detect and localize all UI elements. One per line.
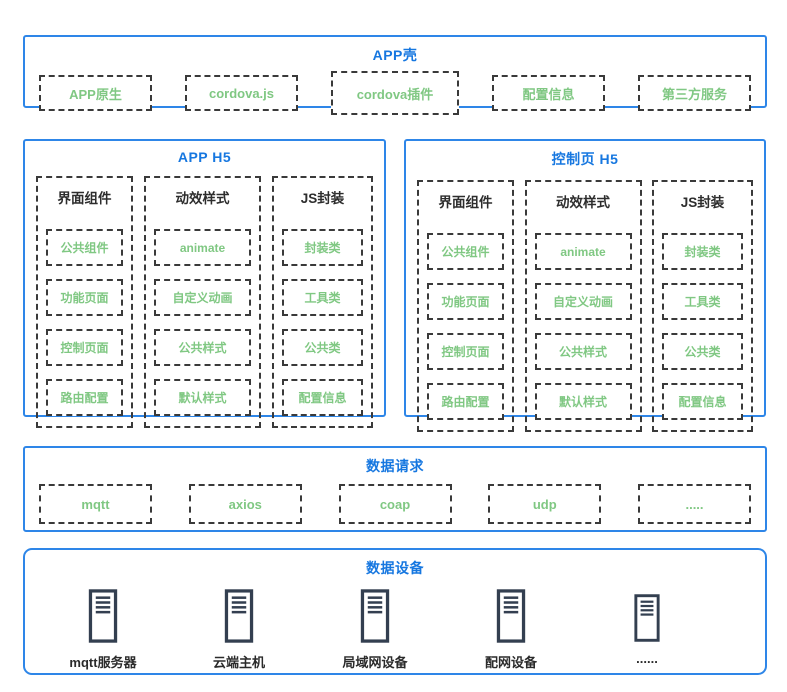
app-shell-items-row: APP原生 cordova.js cordova插件 配置信息 第三方服务 bbox=[25, 71, 765, 115]
device-label: 配网设备 bbox=[484, 655, 537, 670]
item-common-components: 公共组件 bbox=[427, 233, 504, 270]
data-devices-panel: 数据设备 mqtt服务器 bbox=[23, 548, 767, 675]
column-js-encapsulation: JS封装 封装类 工具类 公共类 配置信息 bbox=[272, 176, 373, 428]
column-js-encapsulation: JS封装 封装类 工具类 公共类 配置信息 bbox=[652, 180, 753, 432]
column-animation-styles: 动效样式 animate 自定义动画 公共样式 默认样式 bbox=[144, 176, 261, 428]
device-label: 云端主机 bbox=[212, 655, 265, 670]
item-route-config: 路由配置 bbox=[46, 379, 123, 416]
device-more: ...... bbox=[579, 589, 715, 671]
item-default-styles: 默认样式 bbox=[534, 383, 632, 420]
server-icon bbox=[224, 589, 254, 643]
shell-item-cordova-js: cordova.js bbox=[185, 75, 298, 111]
item-control-pages: 控制页面 bbox=[427, 333, 504, 370]
item-wrapper-classes: 封装类 bbox=[282, 229, 363, 266]
column-header: 动效样式 bbox=[556, 195, 610, 210]
device-label: ...... bbox=[636, 651, 658, 666]
item-wrapper-classes: 封装类 bbox=[662, 233, 743, 270]
item-common-styles: 公共样式 bbox=[154, 329, 251, 366]
device-label: 局域网设备 bbox=[342, 655, 408, 670]
item-control-pages: 控制页面 bbox=[46, 329, 123, 366]
column-animation-styles: 动效样式 animate 自定义动画 公共样式 默认样式 bbox=[524, 180, 642, 432]
item-config-info: 配置信息 bbox=[662, 383, 743, 420]
item-custom-animation: 自定义动画 bbox=[154, 279, 251, 316]
item-config-info: 配置信息 bbox=[282, 379, 363, 416]
item-common-styles: 公共样式 bbox=[534, 333, 632, 370]
device-label: mqtt服务器 bbox=[69, 655, 137, 670]
item-function-pages: 功能页面 bbox=[427, 283, 504, 320]
request-item-axios: axios bbox=[188, 484, 302, 524]
data-devices-row: mqtt服务器 云端主机 bbox=[25, 589, 765, 671]
app-shell-title: APP壳 bbox=[372, 47, 418, 63]
request-item-mqtt: mqtt bbox=[39, 484, 152, 524]
shell-item-config-info: 配置信息 bbox=[492, 75, 605, 111]
server-icon bbox=[634, 589, 660, 642]
column-ui-components: 界面组件 公共组件 功能页面 控制页面 路由配置 bbox=[417, 180, 514, 432]
data-request-panel: 数据请求 mqtt axios coap udp ..... bbox=[23, 446, 767, 532]
device-lan-device: 局域网设备 bbox=[307, 589, 443, 671]
data-devices-title: 数据设备 bbox=[366, 560, 424, 576]
column-header: JS封装 bbox=[300, 191, 345, 206]
control-h5-columns: 界面组件 公共组件 功能页面 控制页面 路由配置 动效样式 animate 自定… bbox=[406, 180, 764, 432]
control-page-h5-title: 控制页 H5 bbox=[551, 151, 619, 167]
item-custom-animation: 自定义动画 bbox=[534, 283, 632, 320]
app-h5-title: APP H5 bbox=[177, 149, 232, 165]
shell-item-app-native: APP原生 bbox=[39, 75, 152, 111]
device-mqtt-server: mqtt服务器 bbox=[35, 589, 171, 671]
item-animate: animate bbox=[534, 233, 632, 270]
server-icon bbox=[88, 589, 118, 643]
item-default-styles: 默认样式 bbox=[154, 379, 251, 416]
server-icon bbox=[360, 589, 390, 643]
control-page-h5-panel: 控制页 H5 界面组件 公共组件 功能页面 控制页面 路由配置 动效样式 ani… bbox=[404, 139, 766, 432]
item-tool-classes: 工具类 bbox=[282, 279, 363, 316]
item-animate: animate bbox=[154, 229, 251, 266]
data-request-items-row: mqtt axios coap udp ..... bbox=[25, 484, 765, 524]
item-route-config: 路由配置 bbox=[427, 383, 504, 420]
column-ui-components: 界面组件 公共组件 功能页面 控制页面 路由配置 bbox=[36, 176, 133, 428]
item-tool-classes: 工具类 bbox=[662, 283, 743, 320]
item-common-classes: 公共类 bbox=[282, 329, 363, 366]
app-h5-panel: APP H5 界面组件 公共组件 功能页面 控制页面 路由配置 动效样式 ani… bbox=[23, 139, 386, 428]
column-header: 动效样式 bbox=[175, 191, 230, 206]
data-request-title: 数据请求 bbox=[366, 458, 424, 474]
column-header: 界面组件 bbox=[438, 195, 493, 210]
item-common-components: 公共组件 bbox=[46, 229, 123, 266]
app-h5-columns: 界面组件 公共组件 功能页面 控制页面 路由配置 动效样式 animate 自定… bbox=[25, 176, 384, 428]
shell-item-cordova-plugin: cordova插件 bbox=[331, 71, 459, 115]
item-common-classes: 公共类 bbox=[662, 333, 743, 370]
column-header: JS封装 bbox=[680, 195, 725, 210]
column-header: 界面组件 bbox=[57, 191, 112, 206]
device-cloud-host: 云端主机 bbox=[171, 589, 307, 671]
request-item-udp: udp bbox=[488, 484, 602, 524]
server-icon bbox=[496, 589, 526, 643]
request-item-more: ..... bbox=[638, 484, 751, 524]
device-provisioning-device: 配网设备 bbox=[443, 589, 579, 671]
item-function-pages: 功能页面 bbox=[46, 279, 123, 316]
request-item-coap: coap bbox=[338, 484, 452, 524]
app-shell-panel: APP壳 APP原生 cordova.js cordova插件 配置信息 第三方… bbox=[23, 35, 767, 115]
shell-item-third-party: 第三方服务 bbox=[638, 75, 751, 111]
